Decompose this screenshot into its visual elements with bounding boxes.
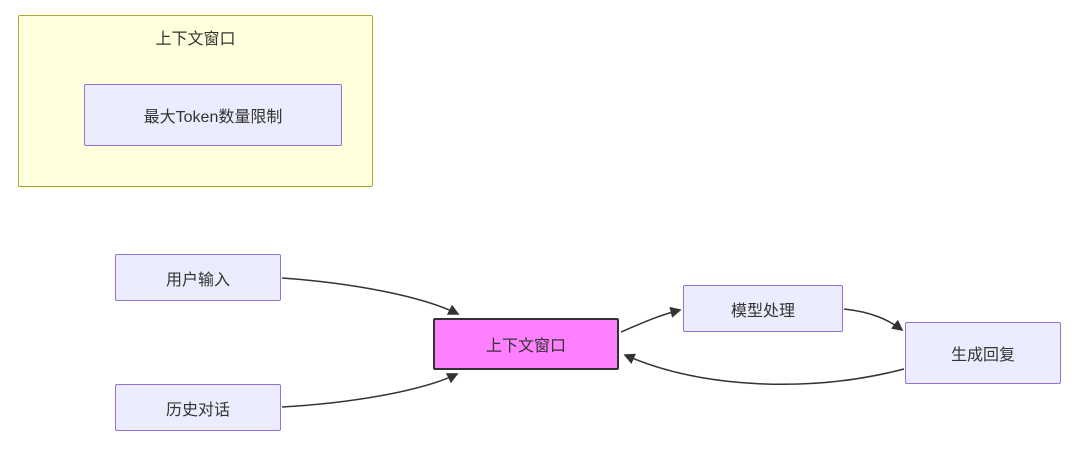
edge-context-to-model: [620, 306, 682, 333]
node-user-input: 用户输入: [115, 254, 281, 301]
edge-model-to-reply: [843, 308, 904, 332]
subgraph-context-window: 上下文窗口 最大Token数量限制: [18, 15, 373, 187]
edge-reply-to-context: [623, 353, 905, 385]
node-history-dialog: 历史对话: [115, 384, 281, 431]
subgraph-title: 上下文窗口: [155, 31, 236, 48]
node-token-limit: 最大Token数量限制: [84, 84, 342, 146]
edge-user-input-to-context: [281, 277, 460, 315]
node-generate-reply: 生成回复: [905, 322, 1061, 384]
node-context-window: 上下文窗口: [433, 318, 619, 370]
edge-history-to-context: [281, 373, 459, 408]
node-model-processing: 模型处理: [683, 285, 843, 332]
